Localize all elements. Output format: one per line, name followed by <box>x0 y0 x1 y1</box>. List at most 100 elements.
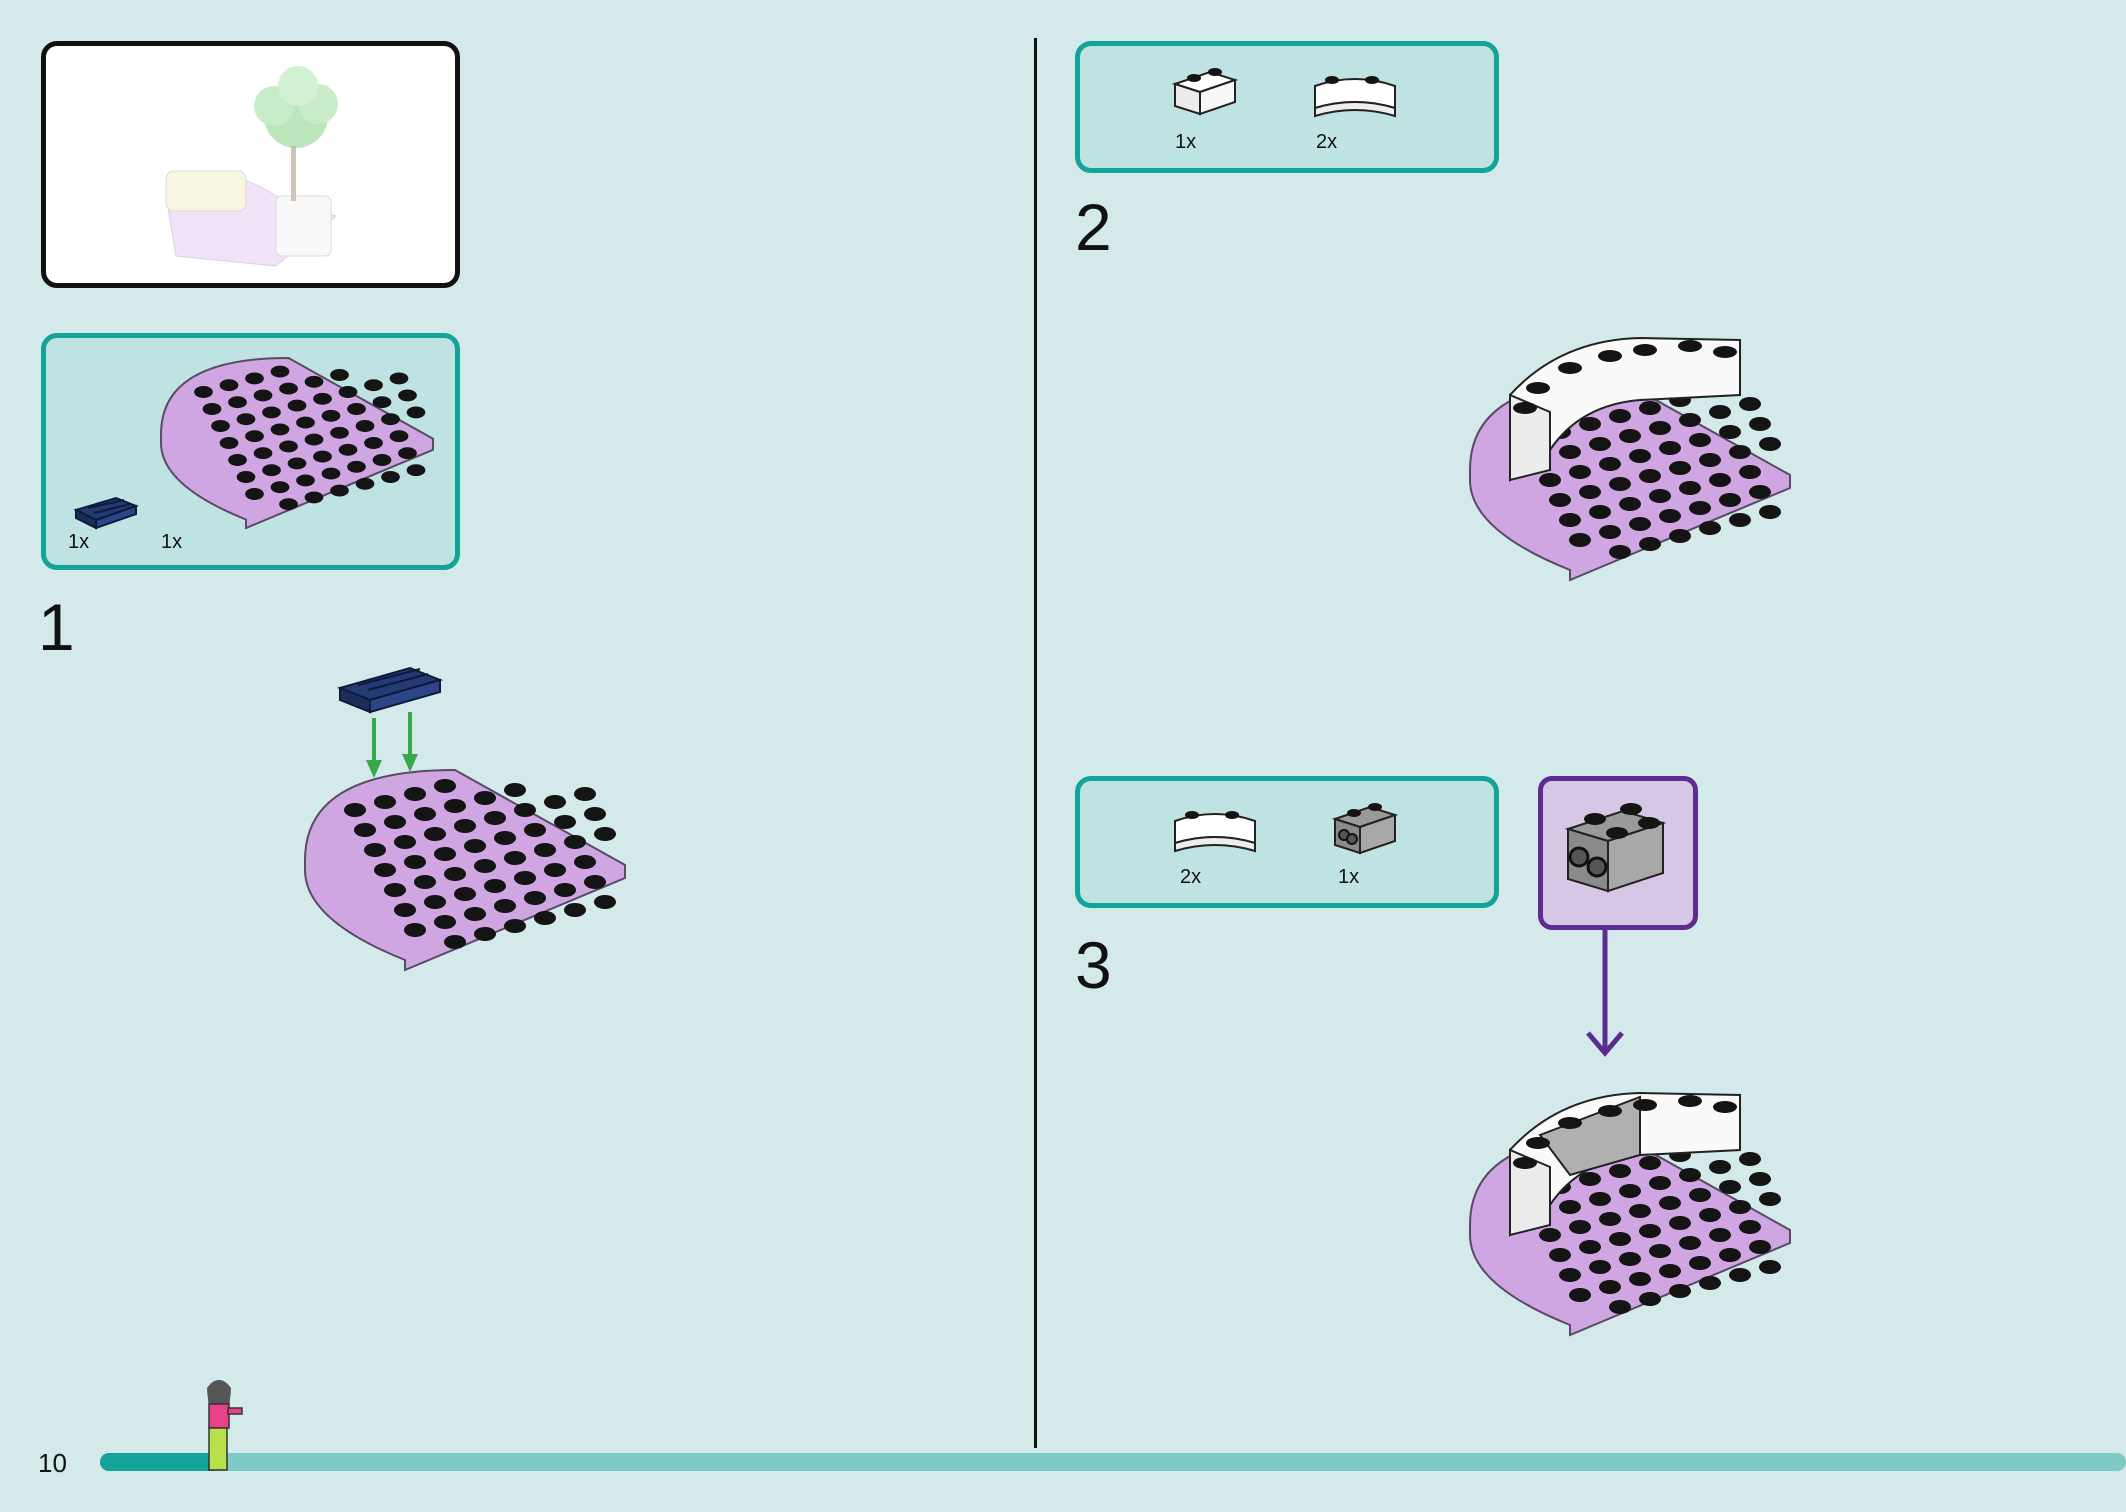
stud <box>464 907 486 921</box>
stud <box>534 843 556 857</box>
stud <box>1709 1228 1731 1242</box>
stud <box>514 871 536 885</box>
minifigure-icon <box>207 1380 243 1471</box>
stud <box>1729 1268 1751 1282</box>
stud <box>1589 1192 1611 1206</box>
stud <box>564 903 586 917</box>
stud <box>1739 1220 1761 1234</box>
step-2-part-2-qty: 2x <box>1316 131 1338 153</box>
stud <box>287 457 307 470</box>
stud <box>1599 525 1621 539</box>
white-curved-wall <box>1509 336 1741 482</box>
stud <box>574 787 596 801</box>
white-brick-1x2-icon <box>1171 68 1239 116</box>
stud <box>1619 1252 1641 1266</box>
step-2-part-1-qty: 1x <box>1175 131 1197 153</box>
stud <box>364 379 383 392</box>
stud <box>1749 417 1771 431</box>
stud <box>424 827 446 841</box>
model-preview-icon <box>165 66 338 267</box>
stud <box>330 484 349 497</box>
stud <box>338 443 358 456</box>
stud <box>1689 501 1711 515</box>
stud <box>372 454 392 466</box>
stud <box>1729 1200 1751 1214</box>
stud <box>381 413 400 426</box>
stud <box>404 855 426 869</box>
progress-track <box>100 1453 2126 1471</box>
stud <box>347 403 366 415</box>
step-3-callout <box>1538 776 1698 930</box>
stud <box>1579 485 1601 499</box>
stud <box>1659 509 1681 523</box>
stud <box>404 787 426 801</box>
finished-model-preview <box>41 41 460 288</box>
stud <box>1549 1248 1571 1262</box>
lavender-round-plate-icon <box>160 356 434 530</box>
stud <box>1599 1280 1621 1294</box>
stud <box>564 835 586 849</box>
stud <box>219 437 239 449</box>
stud <box>1719 425 1741 439</box>
stud <box>444 935 466 949</box>
stud <box>355 477 375 490</box>
stud <box>194 386 213 398</box>
stud <box>389 430 409 443</box>
stud <box>1759 505 1781 519</box>
stud <box>1629 1272 1651 1286</box>
stud <box>279 498 298 511</box>
stud <box>330 426 349 439</box>
stud <box>270 481 290 494</box>
stud <box>1749 1240 1771 1254</box>
stud <box>1729 445 1751 459</box>
stud <box>1719 493 1741 507</box>
stud <box>1569 465 1591 479</box>
stud <box>1589 437 1611 451</box>
stud <box>1659 1196 1681 1210</box>
step-1-part-1-qty: 1x <box>68 531 90 553</box>
stud <box>1649 421 1671 435</box>
stud <box>1759 437 1781 451</box>
stud <box>1749 1172 1771 1186</box>
stud <box>414 807 436 821</box>
stud <box>544 863 566 877</box>
stud <box>1709 405 1731 419</box>
stud <box>1699 521 1721 535</box>
stud <box>554 815 576 829</box>
stud <box>313 392 332 405</box>
stud <box>1669 529 1691 543</box>
stud <box>524 891 546 905</box>
stud <box>454 887 476 901</box>
stud <box>1639 1224 1661 1238</box>
step-3-build-illustration <box>1469 930 1791 1337</box>
stud <box>330 369 349 381</box>
stud <box>347 460 366 473</box>
stud <box>245 488 264 500</box>
stud <box>279 440 298 453</box>
stud <box>279 382 298 395</box>
step-1-build-illustration <box>304 666 626 972</box>
stud <box>1539 1228 1561 1242</box>
stud <box>474 927 496 941</box>
stud <box>464 839 486 853</box>
stud <box>1689 1188 1711 1202</box>
stud <box>1679 1168 1701 1182</box>
stud <box>1599 457 1621 471</box>
stud <box>554 883 576 897</box>
stud <box>1569 1288 1591 1302</box>
stud <box>434 915 456 929</box>
stud <box>574 855 596 869</box>
stud <box>384 883 406 897</box>
stud <box>344 803 366 817</box>
stud <box>228 454 247 466</box>
stud <box>1559 1268 1581 1282</box>
stud <box>270 365 290 378</box>
step-1-parts-box: 1x 1x <box>41 333 460 570</box>
stud <box>1649 1244 1671 1258</box>
stud <box>504 783 526 797</box>
stud <box>1569 533 1591 547</box>
stud <box>544 795 566 809</box>
stud <box>404 923 426 937</box>
stud <box>434 779 456 793</box>
grey-brick-studs-on-side-icon <box>1331 803 1399 855</box>
